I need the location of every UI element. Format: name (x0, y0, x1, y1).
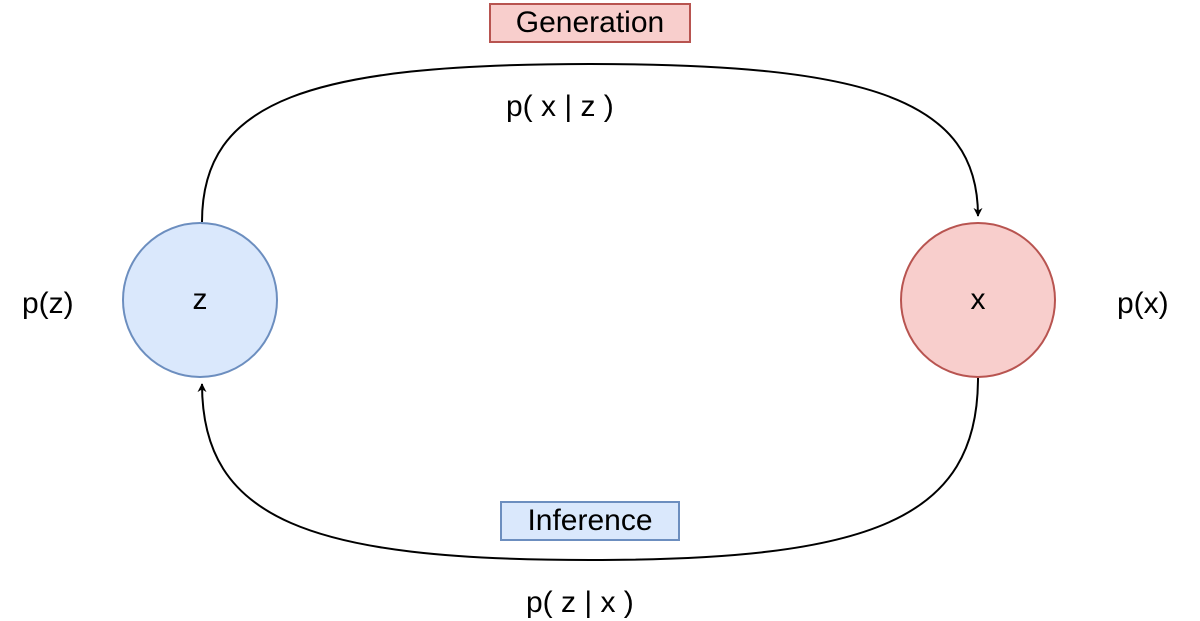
generation-arrow (201, 62, 983, 223)
node-x-label: x (970, 283, 986, 316)
latent-node-z: z (122, 222, 278, 378)
observed-node-x: x (900, 222, 1056, 378)
prior-label: p(z) (22, 287, 74, 320)
generation-tag-text: Generation (515, 6, 665, 39)
evidence-label: p(x) (1117, 287, 1169, 320)
likelihood-label: p( x | z ) (506, 90, 614, 123)
inference-tag-text: Inference (527, 504, 653, 537)
inference-arrow (197, 377, 979, 562)
node-z-label: z (192, 283, 208, 316)
posterior-label: p( z | x ) (526, 586, 634, 619)
inference-tag: Inference (500, 501, 680, 541)
generation-tag: Generation (489, 3, 691, 43)
